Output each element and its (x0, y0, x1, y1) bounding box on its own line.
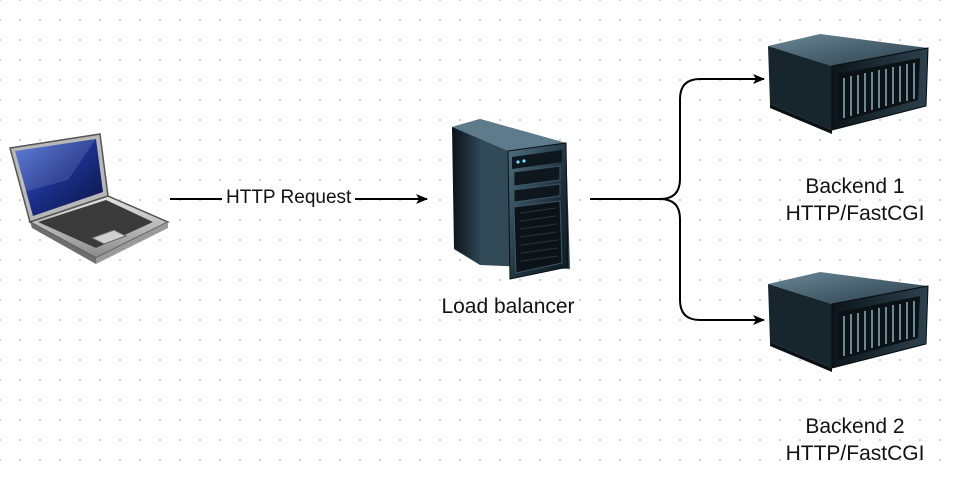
edge-lb-to-backend-2 (590, 198, 765, 325)
backend-2-protocol: HTTP/FastCGI (785, 442, 925, 465)
backend-1-protocol: HTTP/FastCGI (785, 202, 925, 225)
edge-label-http-request: HTTP Request (222, 186, 356, 210)
backend-1-node[interactable] (760, 30, 932, 139)
client-node[interactable] (8, 130, 170, 271)
tower-server-icon (452, 119, 570, 280)
load-balancer-node[interactable] (450, 117, 572, 286)
load-balancer-label: Load balancer (441, 295, 575, 318)
rack-server-icon (768, 34, 929, 134)
backend-1-label: Backend 1 HTTP/FastCGI (765, 173, 945, 227)
backend-2-node[interactable] (760, 268, 932, 377)
rack-server-icon (768, 272, 929, 372)
backend-2-label: Backend 2 HTTP/FastCGI (765, 413, 945, 467)
backend-1-name: Backend 1 (805, 175, 905, 198)
backend-2-name: Backend 2 (805, 415, 905, 438)
edge-lb-to-backend-1 (590, 74, 765, 200)
laptop-icon (9, 133, 170, 264)
